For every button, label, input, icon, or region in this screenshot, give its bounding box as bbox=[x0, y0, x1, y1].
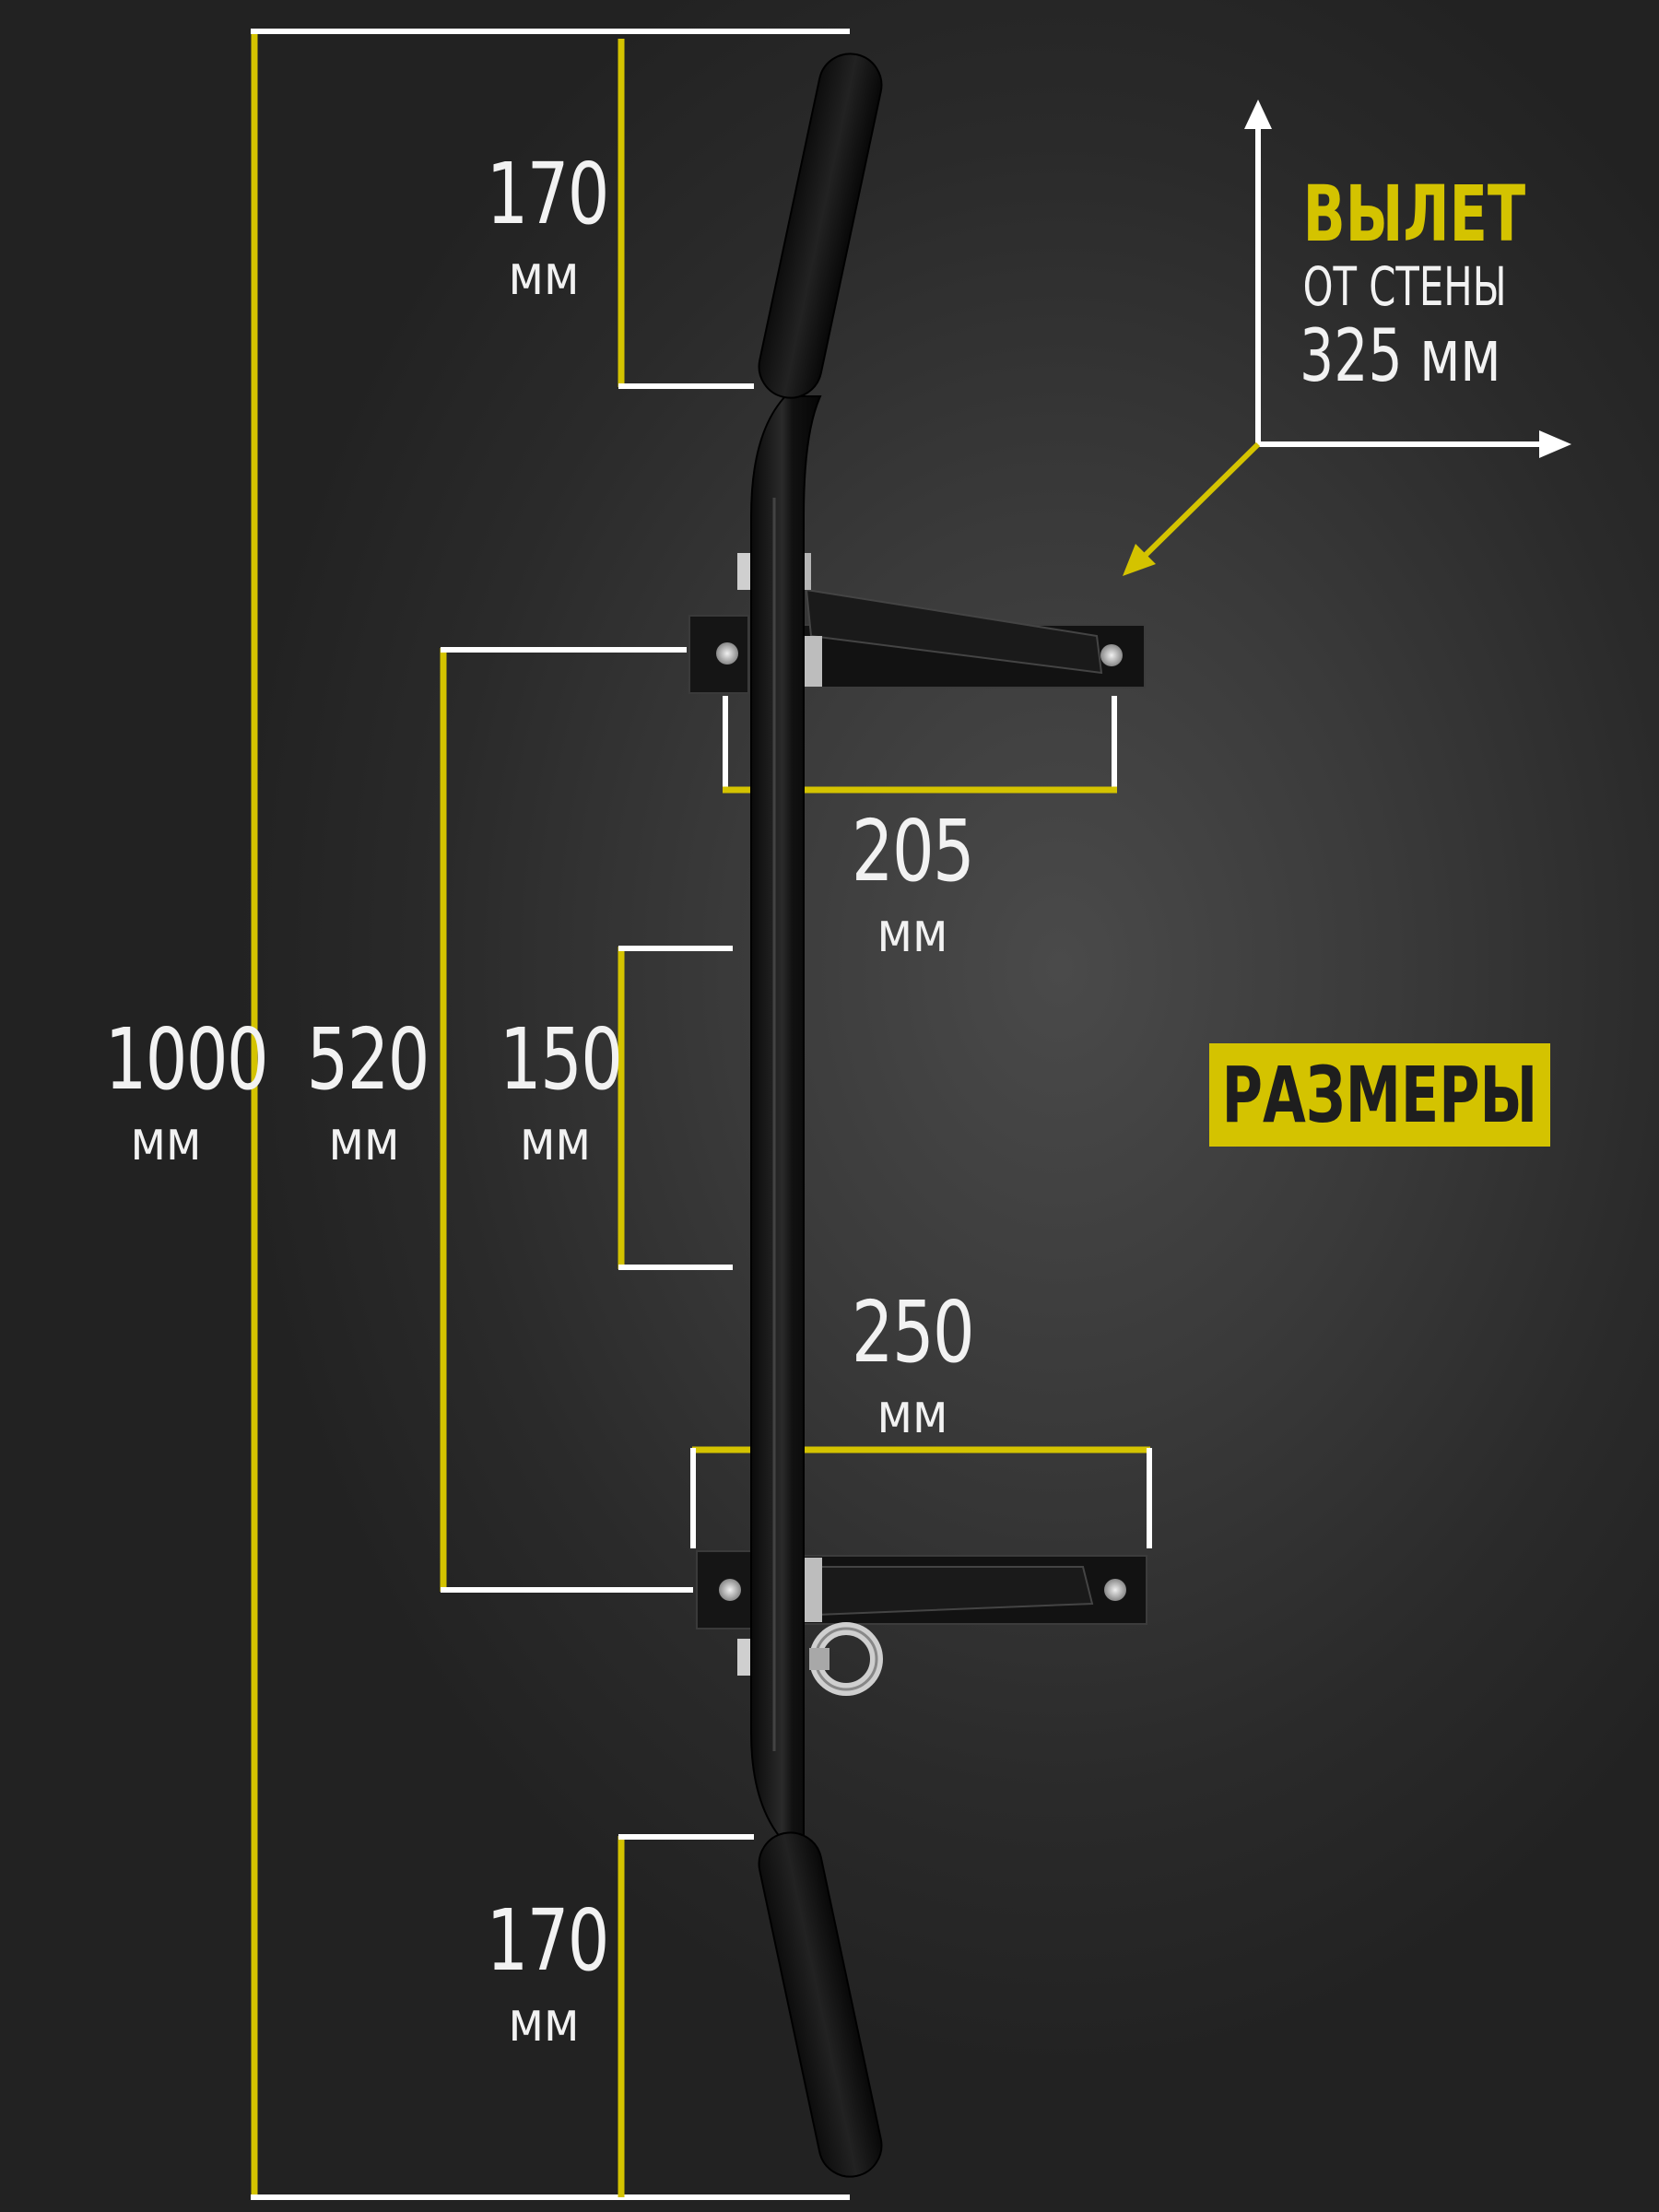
upper-bracket-value: 205 bbox=[851, 802, 975, 900]
pointer-arrow-icon bbox=[1123, 441, 1261, 576]
bottom-grip bbox=[758, 1831, 883, 2178]
middle-gap-dimension-line bbox=[618, 946, 733, 1270]
total-length-unit: мм bbox=[130, 1109, 202, 1173]
top-grip-unit: мм bbox=[508, 243, 580, 308]
top-grip-label: 170 мм bbox=[470, 145, 618, 308]
top-grip-value: 170 bbox=[486, 145, 610, 243]
mount-spacing-label: 520 мм bbox=[290, 1010, 438, 1173]
eye-bolt-icon bbox=[809, 1622, 883, 1696]
middle-gap-label: 150 мм bbox=[484, 1010, 627, 1173]
total-length-value: 1000 bbox=[104, 1010, 269, 1109]
mount-spacing-value: 520 bbox=[306, 1010, 430, 1109]
total-length-label: 1000 мм bbox=[88, 1010, 269, 1173]
lower-bracket-unit: мм bbox=[877, 1382, 948, 1446]
top-grip-dimension-line bbox=[618, 39, 754, 389]
lower-wall-bracket bbox=[696, 1550, 1147, 1676]
upper-bracket-unit: мм bbox=[877, 900, 948, 965]
wall-offset-title: ВЫЛЕТ bbox=[1302, 169, 1526, 259]
bottom-grip-unit: мм bbox=[508, 1990, 580, 2054]
dimensions-badge: РАЗМЕРЫ bbox=[1209, 1043, 1550, 1147]
total-length-dimension-line bbox=[251, 29, 850, 2200]
middle-gap-value: 150 bbox=[500, 1010, 623, 1109]
top-grip bbox=[758, 53, 883, 399]
middle-gap-unit: мм bbox=[520, 1109, 591, 1173]
wall-offset-subtitle: ОТ СТЕНЫ bbox=[1302, 255, 1507, 318]
wall-offset-value: 325 мм bbox=[1300, 315, 1501, 398]
upper-bracket-label: 205 мм bbox=[830, 802, 995, 965]
wall-offset-callout: ВЫЛЕТ ОТ СТЕНЫ 325 мм bbox=[1272, 169, 1526, 398]
upper-wall-bracket bbox=[688, 553, 1146, 694]
dimensions-badge-label: РАЗМЕРЫ bbox=[1221, 1050, 1538, 1140]
lower-bracket-label: 250 мм bbox=[830, 1283, 995, 1446]
bottom-grip-dimension-line bbox=[618, 1834, 754, 2197]
mount-spacing-dimension-line bbox=[440, 647, 693, 1593]
mount-spacing-unit: мм bbox=[328, 1109, 400, 1173]
lower-bracket-value: 250 bbox=[851, 1283, 975, 1382]
bottom-grip-label: 170 мм bbox=[470, 1891, 618, 2054]
axis-arrows-icon bbox=[1244, 100, 1571, 458]
bottom-grip-value: 170 bbox=[486, 1891, 610, 1990]
